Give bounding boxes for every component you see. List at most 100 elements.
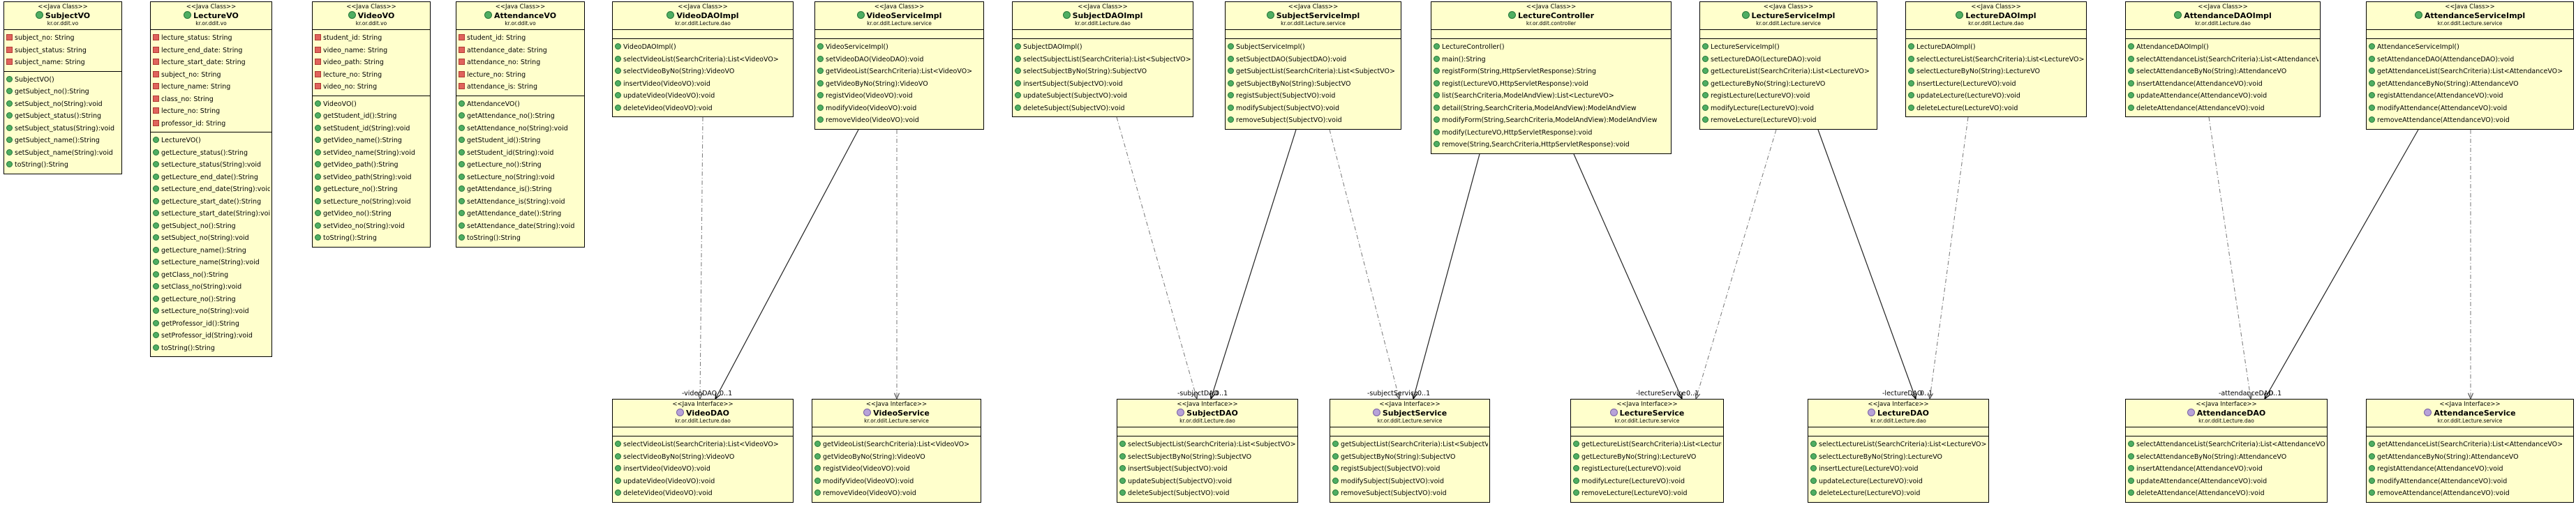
attributes-compartment — [2367, 30, 2573, 39]
operation-text: insertSubject(SubjectVO):void — [1023, 79, 1123, 88]
operation-text: setClass_no(String):void — [161, 283, 242, 291]
operation-row: getLectureByNo(String):LectureVO — [1573, 451, 1722, 464]
operation-text: setLecture_no(String):void — [161, 307, 249, 315]
stereotype-label: <<Java Interface>> — [1177, 401, 1238, 408]
operation-row: setAttendanceDAO(AttendanceDAO):void — [2369, 54, 2572, 66]
operation-row: setLectureDAO(LectureDAO):void — [1702, 54, 1875, 66]
operations-compartment: SubjectDAOImpl()selectSubjectList(Search… — [1013, 39, 1193, 116]
operation-text: removeLecture(LectureVO):void — [1581, 489, 1688, 497]
operation-row: setSubject_name(String):void — [6, 147, 120, 160]
operation-text: VideoServiceImpl() — [826, 43, 888, 51]
attribute-row: lecture_name: String — [153, 81, 270, 93]
class-name: SubjectDAO — [1119, 409, 1296, 418]
operation-text: selectLectureByNo(String):LectureVO — [1916, 68, 2041, 75]
public-method-icon — [2128, 477, 2134, 484]
public-method-icon — [615, 465, 621, 471]
public-method-icon — [615, 477, 621, 484]
public-method-icon — [315, 149, 321, 155]
stereotype-label: <<Java Class>> — [1763, 3, 1814, 10]
operation-text: getLecture_no():String — [161, 295, 236, 303]
attributes-compartment — [1808, 427, 1988, 436]
stereotype-label: <<Java Class>> — [1078, 3, 1128, 10]
public-method-icon — [153, 137, 159, 143]
operation-row: setProfessor_id(String):void — [153, 330, 270, 342]
operation-text: setSubjectDAO(SubjectDAO):void — [1236, 55, 1347, 63]
operation-row: registForm(String,HttpServletResponse):S… — [1434, 66, 1669, 78]
public-method-icon — [153, 149, 159, 155]
operation-text: getVideo_path():String — [323, 161, 399, 169]
public-method-icon — [2128, 79, 2134, 86]
stereotype-label: <<Java Interface>> — [1616, 401, 1678, 408]
public-method-icon — [153, 283, 159, 289]
operation-text: getAttendanceByNo(String):AttendanceVO — [2377, 453, 2519, 461]
operation-row: getStudent_id():String — [459, 135, 583, 147]
operation-text: getSubjectByNo(String):SubjectVO — [1236, 79, 1351, 88]
public-method-icon — [6, 88, 13, 94]
operations-compartment: selectAttendanceList(SearchCriteria):Lis… — [2126, 436, 2327, 502]
public-method-icon — [2128, 441, 2134, 447]
operation-text: getLectureList(SearchCriteria):List<Lect… — [1711, 68, 1870, 75]
attribute-row: video_no: String — [315, 81, 429, 93]
operation-text: insertSubject(SubjectVO):void — [1128, 465, 1228, 473]
class-name-text: AttendanceVO — [493, 11, 557, 20]
attribute-text: video_no: String — [323, 83, 378, 91]
operation-row: selectAttendanceByNo(String):AttendanceV… — [2128, 66, 2318, 78]
attribute-row: subject_no: String — [6, 32, 120, 45]
attribute-text: lecture_name: String — [161, 83, 231, 91]
class-name-text: LectureDAO — [1877, 409, 1929, 418]
operation-text: SubjectServiceImpl() — [1236, 43, 1305, 51]
multiplicity-label: 0..1 — [1920, 390, 1933, 397]
realization-edge — [699, 116, 703, 400]
public-method-icon — [315, 197, 321, 204]
class-name-text: AttendanceServiceImpl — [2424, 11, 2526, 20]
operation-row: setVideo_name(String):void — [315, 147, 429, 160]
public-method-icon — [6, 100, 13, 107]
attribute-text: subject_no: String — [15, 34, 75, 42]
public-method-icon — [153, 246, 159, 253]
operations-compartment: getVideoList(SearchCriteria):List<VideoV… — [812, 436, 981, 502]
private-field-icon — [153, 70, 159, 77]
operations-compartment: LectureDAOImpl()selectLectureList(Search… — [1906, 39, 2086, 116]
public-method-icon — [2369, 116, 2375, 123]
package-label: kr.or.ddit.Lecture.service — [867, 20, 932, 26]
attribute-text: lecture_no: String — [323, 70, 382, 79]
package-label: kr.or.ddit.Lecture.service — [1377, 418, 1443, 424]
package-label: kr.or.ddit.Lecture.service — [2437, 20, 2503, 26]
public-method-icon — [2369, 43, 2375, 50]
operation-row: getAttendance_date():String — [459, 208, 583, 220]
operation-text: registAttendance(AttendanceVO):void — [2377, 92, 2503, 100]
operation-text: registVideo(VideoVO):void — [823, 465, 910, 473]
private-field-icon — [153, 59, 159, 65]
public-method-icon — [2369, 92, 2375, 98]
operation-text: setLecture_no(String):void — [323, 197, 411, 206]
public-method-icon — [153, 332, 159, 338]
operation-row: getVideo_no():String — [315, 208, 429, 220]
operation-text: updateVideo(VideoVO):void — [623, 477, 715, 485]
operation-text: getAttendanceByNo(String):AttendanceVO — [2377, 79, 2519, 88]
operation-row: setLecture_start_date(String):void — [153, 208, 270, 220]
operation-text: removeAttendance(AttendanceVO):void — [2377, 116, 2510, 124]
operation-row: AttendanceDAOImpl() — [2128, 41, 2318, 54]
attribute-row: attendance_date: String — [459, 45, 583, 57]
